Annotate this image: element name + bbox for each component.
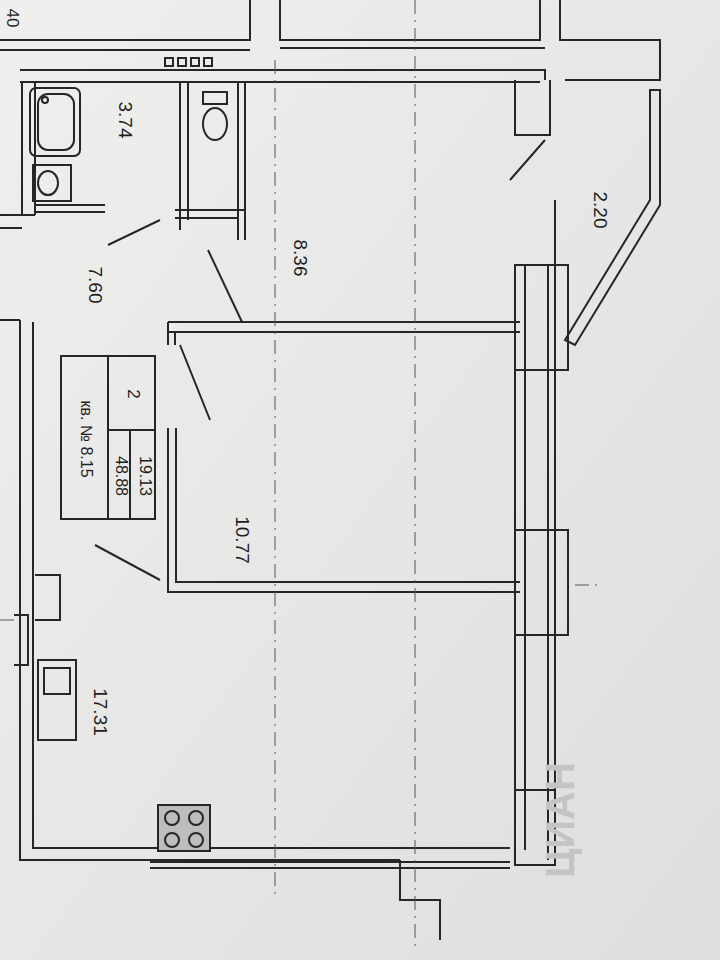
watermark: ЦИАН: [538, 762, 583, 878]
apartment-info-box: 2 19.13 48.88 кв. № 8.15: [60, 355, 156, 520]
room-area: 17.31: [89, 688, 111, 736]
room-area: 40: [2, 9, 22, 28]
info-text: кв. № 8.15: [77, 400, 95, 477]
info-text: 2: [123, 389, 143, 398]
room-area: 10.77: [231, 516, 253, 564]
info-text: 48.88: [112, 456, 130, 496]
room-area: 8.36: [289, 240, 311, 277]
room-area: 3.74: [114, 102, 136, 139]
room-area: 7.60: [84, 267, 106, 304]
room-area: 2.20: [589, 192, 611, 229]
info-text: 19.13: [136, 456, 154, 496]
